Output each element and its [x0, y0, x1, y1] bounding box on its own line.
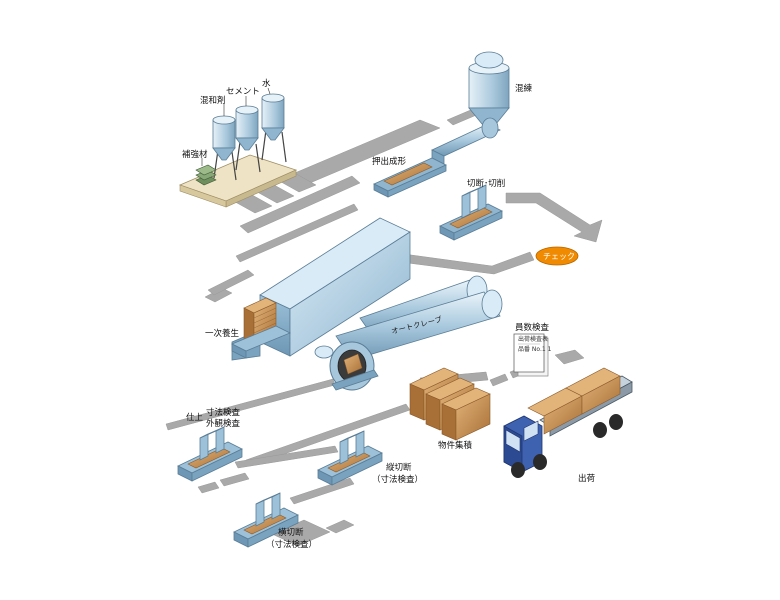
label-reinforcement: 補強材	[182, 149, 208, 160]
flow-arrows	[165, 105, 603, 547]
extruder	[431, 117, 501, 165]
stacking-area	[409, 367, 491, 441]
label-dimension-inspection: 寸法検査	[206, 407, 241, 418]
hopper-icon	[468, 51, 510, 125]
label-stacking: 物件集積	[438, 440, 473, 451]
sheet-line: 品番 No.1 1	[518, 346, 552, 353]
panel-stack	[441, 387, 491, 441]
label-mixing-agent: 混和剤	[200, 95, 226, 106]
cutting-station	[439, 184, 503, 241]
label-extrusion: 押出成形	[372, 156, 407, 167]
check-badge	[535, 246, 579, 266]
label-check: チェック	[543, 252, 575, 261]
label-longitudinal-cut: 縦切断	[386, 462, 412, 473]
label-quantity-inspection: 員数検査	[515, 322, 550, 333]
cross-cut-station	[233, 492, 299, 548]
label-cross-cut-note: （寸法検査）	[266, 539, 317, 550]
label-finishing: 仕上	[186, 412, 204, 423]
longitudinal-cut-station	[317, 430, 383, 486]
label-longitudinal-cut-note: （寸法検査）	[372, 474, 423, 485]
label-appearance-inspection: 外観検査	[206, 418, 241, 429]
label-primary-curing: 一次養生	[205, 328, 240, 339]
label-water: 水	[262, 78, 271, 89]
label-kneading: 混練	[515, 83, 533, 94]
extrusion-conveyor	[373, 157, 447, 198]
document-icon	[513, 333, 549, 377]
label-cement: セメント	[226, 87, 260, 97]
label-cross-cut: 横切断	[278, 527, 304, 538]
kneading-station	[373, 51, 510, 198]
truck-icon	[503, 367, 633, 478]
label-shipping: 出荷	[578, 473, 596, 484]
finishing-station	[177, 426, 243, 482]
raw-material-station	[178, 87, 298, 208]
silo-icon	[235, 105, 259, 151]
silo-icon	[212, 115, 236, 161]
curing-chamber-icon	[231, 217, 411, 361]
reinforcement-bags	[195, 164, 217, 186]
autoclave-icon	[314, 275, 503, 391]
label-cutting: 切断･切削	[467, 178, 505, 189]
silo-icon	[261, 93, 285, 141]
sheet-title: 出荷検査表	[518, 335, 548, 343]
